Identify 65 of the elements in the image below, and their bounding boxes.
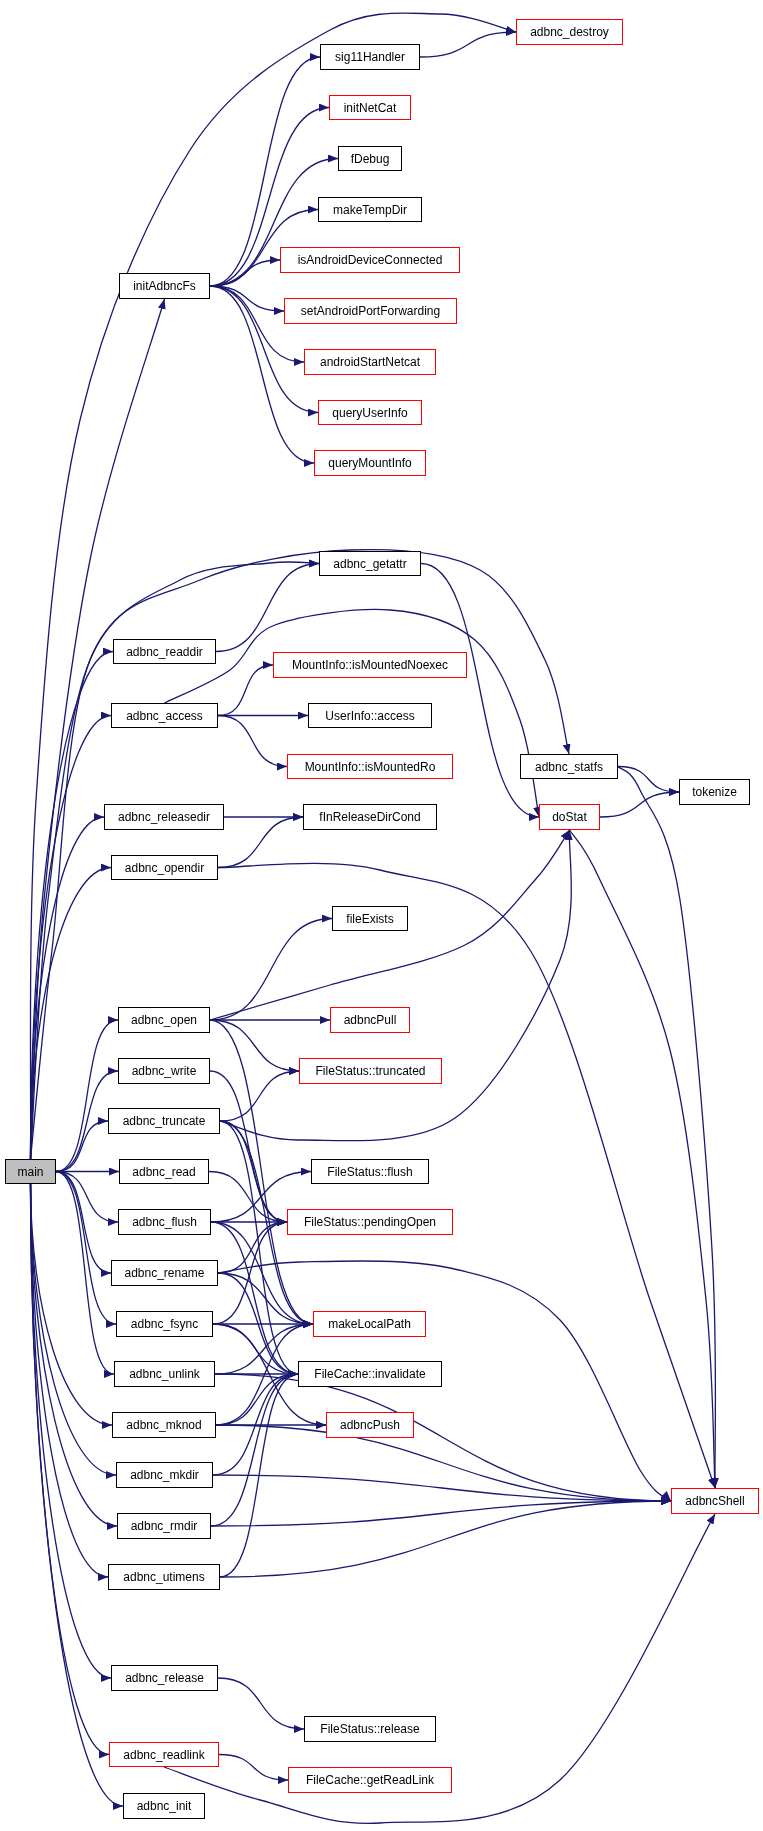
function-box: adbnc_statfs bbox=[520, 754, 618, 779]
function-box: adbnc_destroy bbox=[516, 19, 623, 45]
function-box: fileExists bbox=[332, 906, 408, 931]
call-arrow bbox=[218, 1753, 289, 1784]
function-box: queryMountInfo bbox=[314, 450, 426, 476]
function-box: adbnc_open bbox=[118, 1007, 210, 1033]
function-box: adbnc_utimens bbox=[108, 1564, 220, 1590]
call-arrow bbox=[215, 560, 320, 653]
call-arrow bbox=[55, 1170, 115, 1375]
function-box: queryUserInfo bbox=[318, 400, 422, 425]
call-arrow bbox=[29, 866, 112, 1160]
call-arrow bbox=[217, 1677, 305, 1733]
call-arrow bbox=[29, 1183, 124, 1807]
call-arrow bbox=[420, 562, 540, 818]
function-box: initNetCat bbox=[329, 95, 411, 120]
function-box: adbnc_flush bbox=[118, 1209, 211, 1235]
function-box: makeTempDir bbox=[318, 197, 422, 222]
function-box: adbnc_opendir bbox=[111, 855, 218, 880]
function-box: adbnc_mknod bbox=[112, 1412, 216, 1438]
call-arrow bbox=[217, 714, 288, 770]
function-box: main bbox=[5, 1159, 56, 1184]
function-box: adbnc_readdir bbox=[113, 639, 216, 664]
function-box: adbnc_read bbox=[119, 1159, 209, 1184]
function-box: FileCache::invalidate bbox=[298, 1361, 442, 1387]
call-arrow bbox=[217, 862, 716, 1489]
function-box: adbnc_access bbox=[111, 703, 218, 728]
function-box: adbnc_init bbox=[123, 1793, 205, 1819]
function-box: androidStartNetcat bbox=[304, 349, 436, 375]
function-box: makeLocalPath bbox=[313, 1311, 426, 1337]
function-box: setAndroidPortForwarding bbox=[284, 298, 457, 324]
function-box: adbnc_release bbox=[111, 1665, 218, 1691]
function-box: adbnc_unlink bbox=[114, 1361, 215, 1387]
function-box: isAndroidDeviceConnected bbox=[280, 247, 460, 273]
function-box: MountInfo::isMountedNoexec bbox=[273, 652, 467, 678]
function-box: FileStatus::truncated bbox=[299, 1058, 442, 1084]
function-box: adbncPush bbox=[326, 1412, 414, 1438]
call-arrow bbox=[219, 1497, 672, 1578]
function-box: sig11Handler bbox=[320, 44, 420, 70]
function-box: FileStatus::pendingOpen bbox=[287, 1209, 453, 1235]
function-box: adbnc_releasedir bbox=[104, 804, 224, 830]
function-box: adbnc_truncate bbox=[108, 1108, 220, 1134]
call-arrow bbox=[217, 1260, 672, 1502]
function-box: adbnc_write bbox=[118, 1058, 210, 1084]
call-arrow bbox=[568, 829, 719, 1489]
function-box: adbnc_readlink bbox=[109, 1742, 219, 1767]
call-arrow bbox=[599, 788, 680, 818]
function-box: doStat bbox=[539, 804, 600, 830]
function-box: adbnc_getattr bbox=[319, 551, 421, 576]
function-box: FileStatus::flush bbox=[311, 1159, 429, 1184]
call-arrow bbox=[419, 28, 517, 58]
function-box: adbnc_mkdir bbox=[116, 1462, 213, 1488]
function-box: MountInfo::isMountedRo bbox=[287, 754, 453, 779]
function-box: adbncPull bbox=[330, 1007, 410, 1033]
function-box: initAdbncFs bbox=[119, 273, 210, 299]
function-box: tokenize bbox=[679, 779, 750, 805]
function-box: adbnc_rmdir bbox=[117, 1513, 211, 1539]
function-box: adbnc_fsync bbox=[116, 1311, 213, 1337]
function-box: FileCache::getReadLink bbox=[288, 1767, 452, 1793]
function-box: FileStatus::release bbox=[304, 1716, 436, 1742]
function-box: fDebug bbox=[338, 146, 402, 171]
function-box: UserInfo::access bbox=[308, 703, 432, 728]
function-box: adbnc_rename bbox=[111, 1260, 218, 1286]
function-box: adbncShell bbox=[671, 1488, 759, 1514]
call-arrow bbox=[219, 1067, 300, 1122]
function-box: fInReleaseDirCond bbox=[303, 804, 437, 830]
